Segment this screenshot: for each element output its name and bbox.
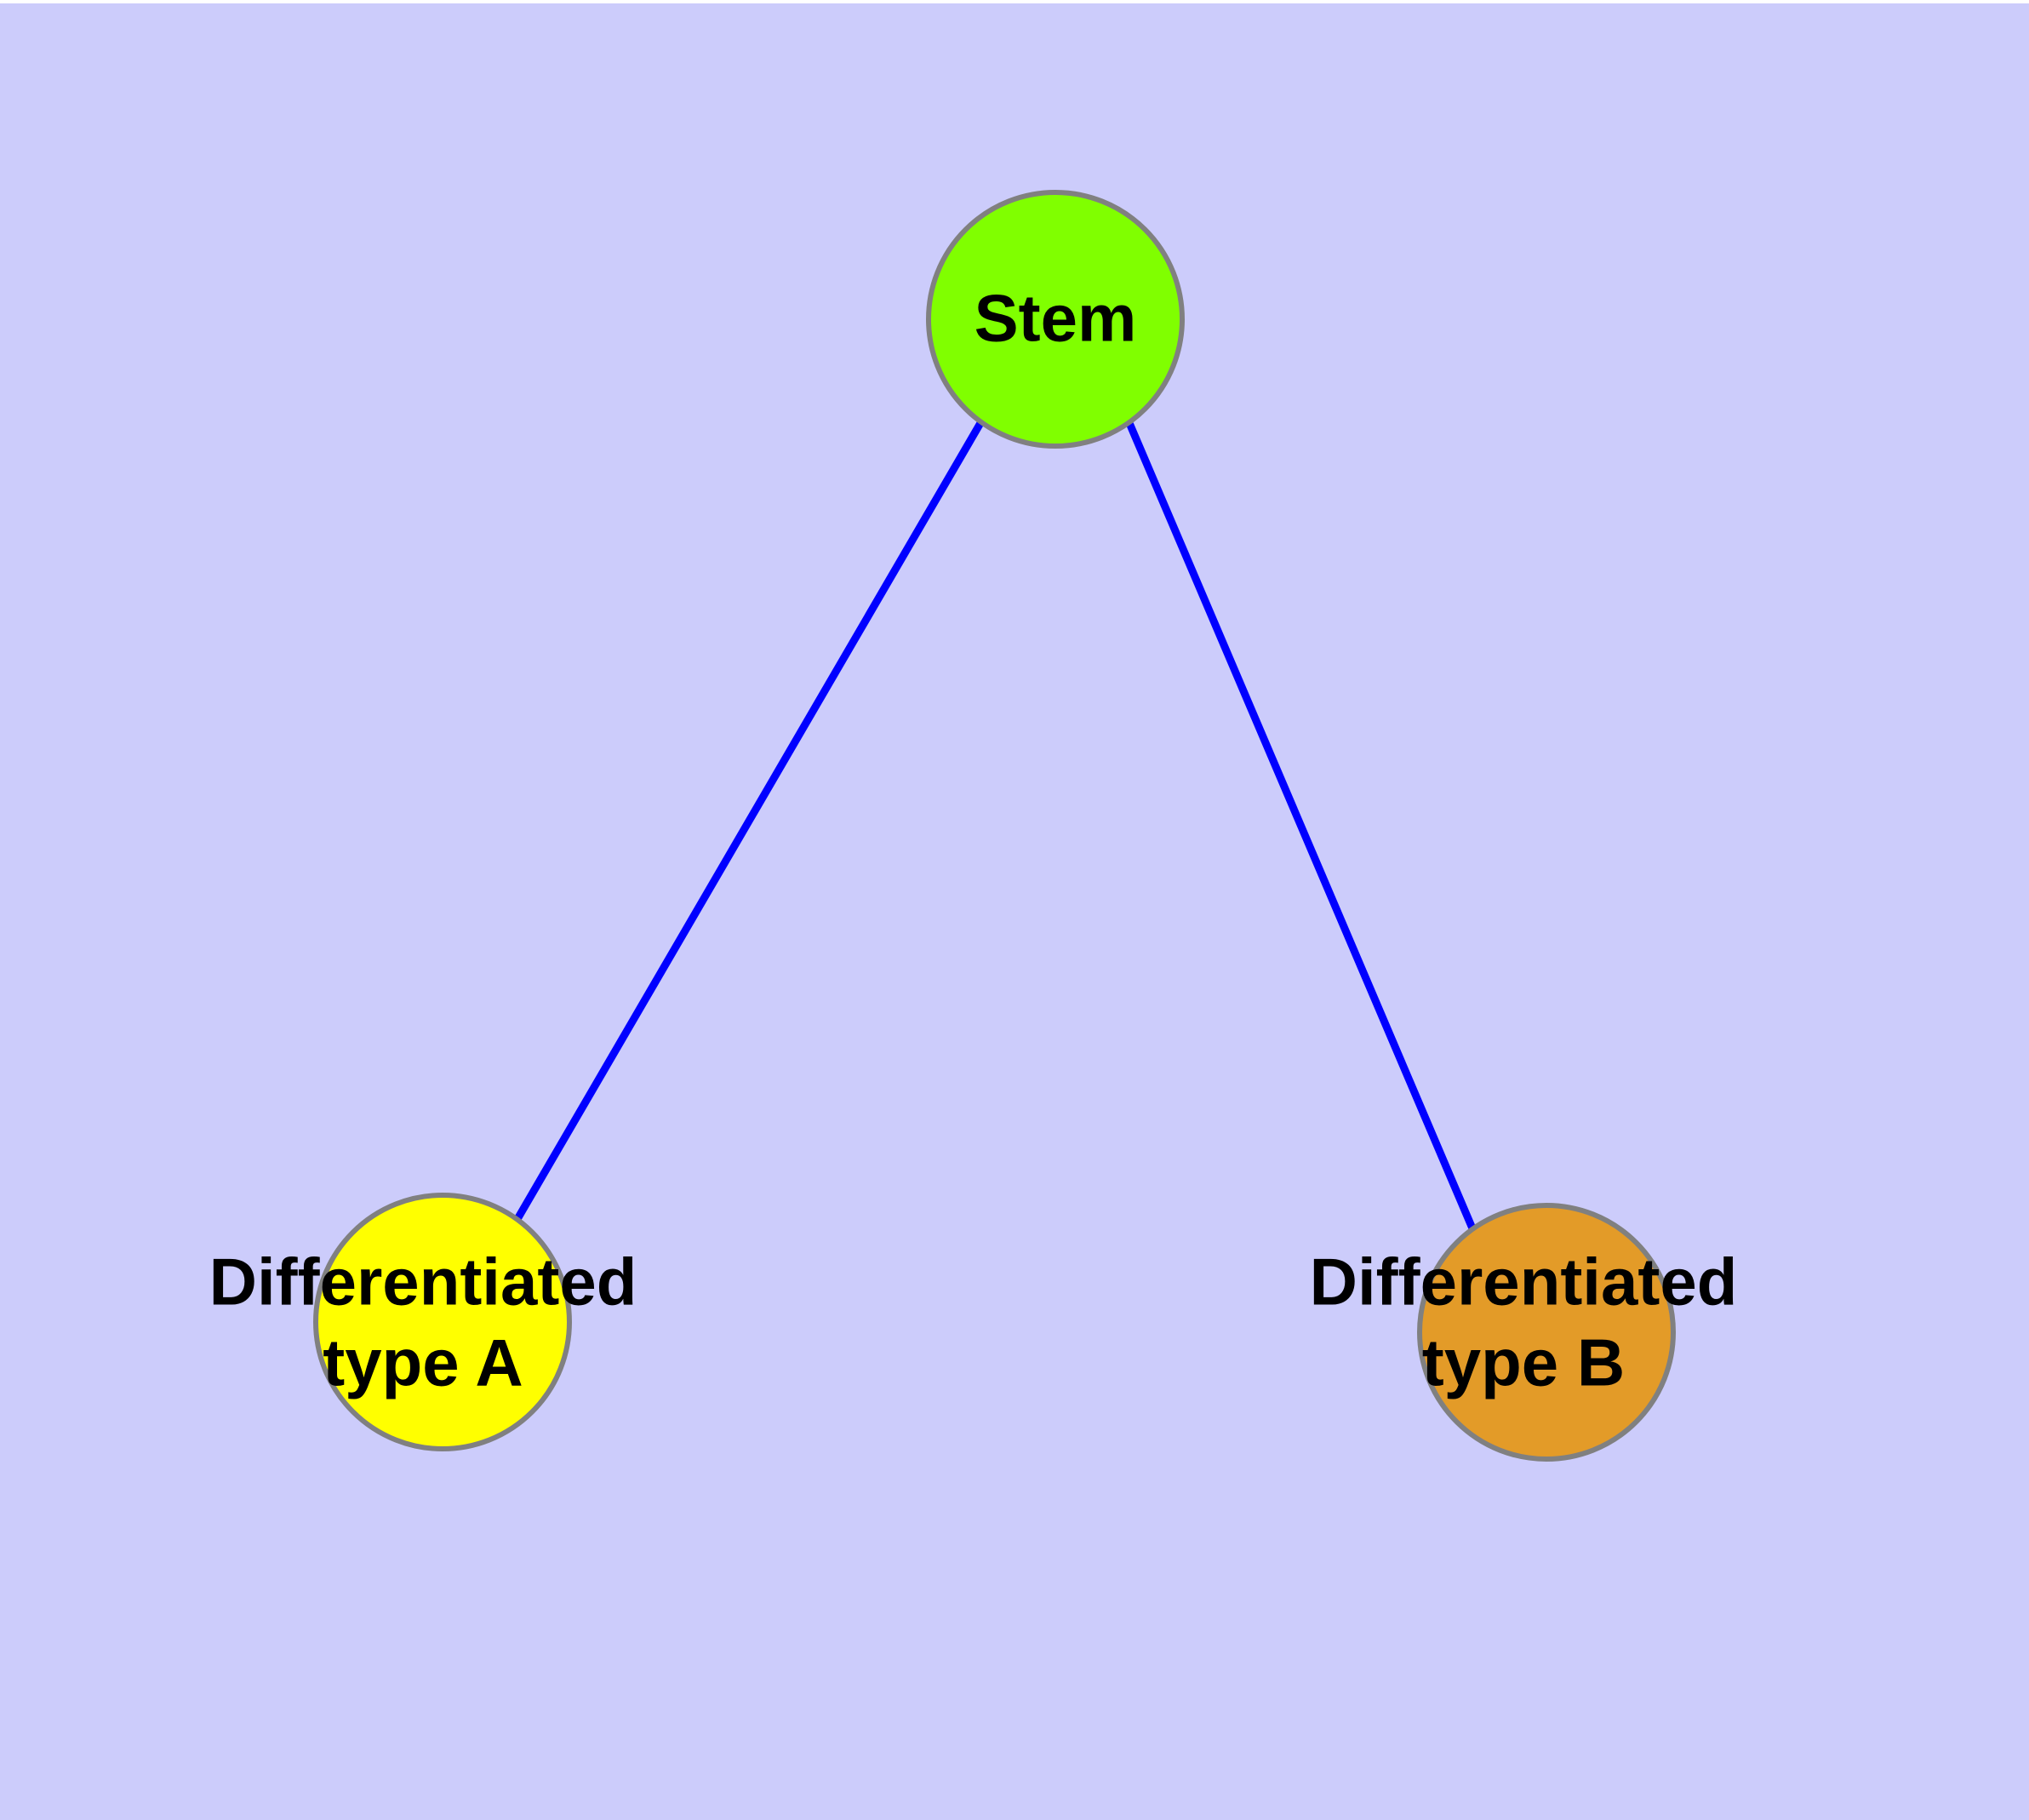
edge-stem-to-diff-a[interactable] bbox=[514, 421, 984, 1222]
edge-stem-to-diff-b[interactable] bbox=[1125, 421, 1477, 1230]
label-layer: Stem Differentiated type A Differentiate… bbox=[209, 281, 1738, 1400]
node-diff-a-label-line2: type A bbox=[323, 1325, 523, 1400]
node-diff-b-label-line2: type B bbox=[1422, 1325, 1625, 1400]
node-stem-label-line1: Stem bbox=[974, 281, 1137, 356]
node-stem-circle[interactable] bbox=[926, 190, 1185, 449]
node-diff-a-circle[interactable] bbox=[313, 1193, 572, 1451]
node-stem[interactable] bbox=[926, 190, 1185, 449]
top-white-strip bbox=[0, 0, 2029, 3]
node-diff-a[interactable] bbox=[313, 1193, 572, 1451]
node-diff-b-circle[interactable] bbox=[1417, 1203, 1676, 1462]
edge-layer bbox=[514, 421, 1477, 1230]
node-layer bbox=[313, 190, 1676, 1462]
node-diff-a-label-line1: Differentiated bbox=[209, 1245, 637, 1319]
node-diff-b[interactable] bbox=[1417, 1203, 1676, 1462]
node-diff-b-label-line1: Differentiated bbox=[1310, 1245, 1738, 1319]
